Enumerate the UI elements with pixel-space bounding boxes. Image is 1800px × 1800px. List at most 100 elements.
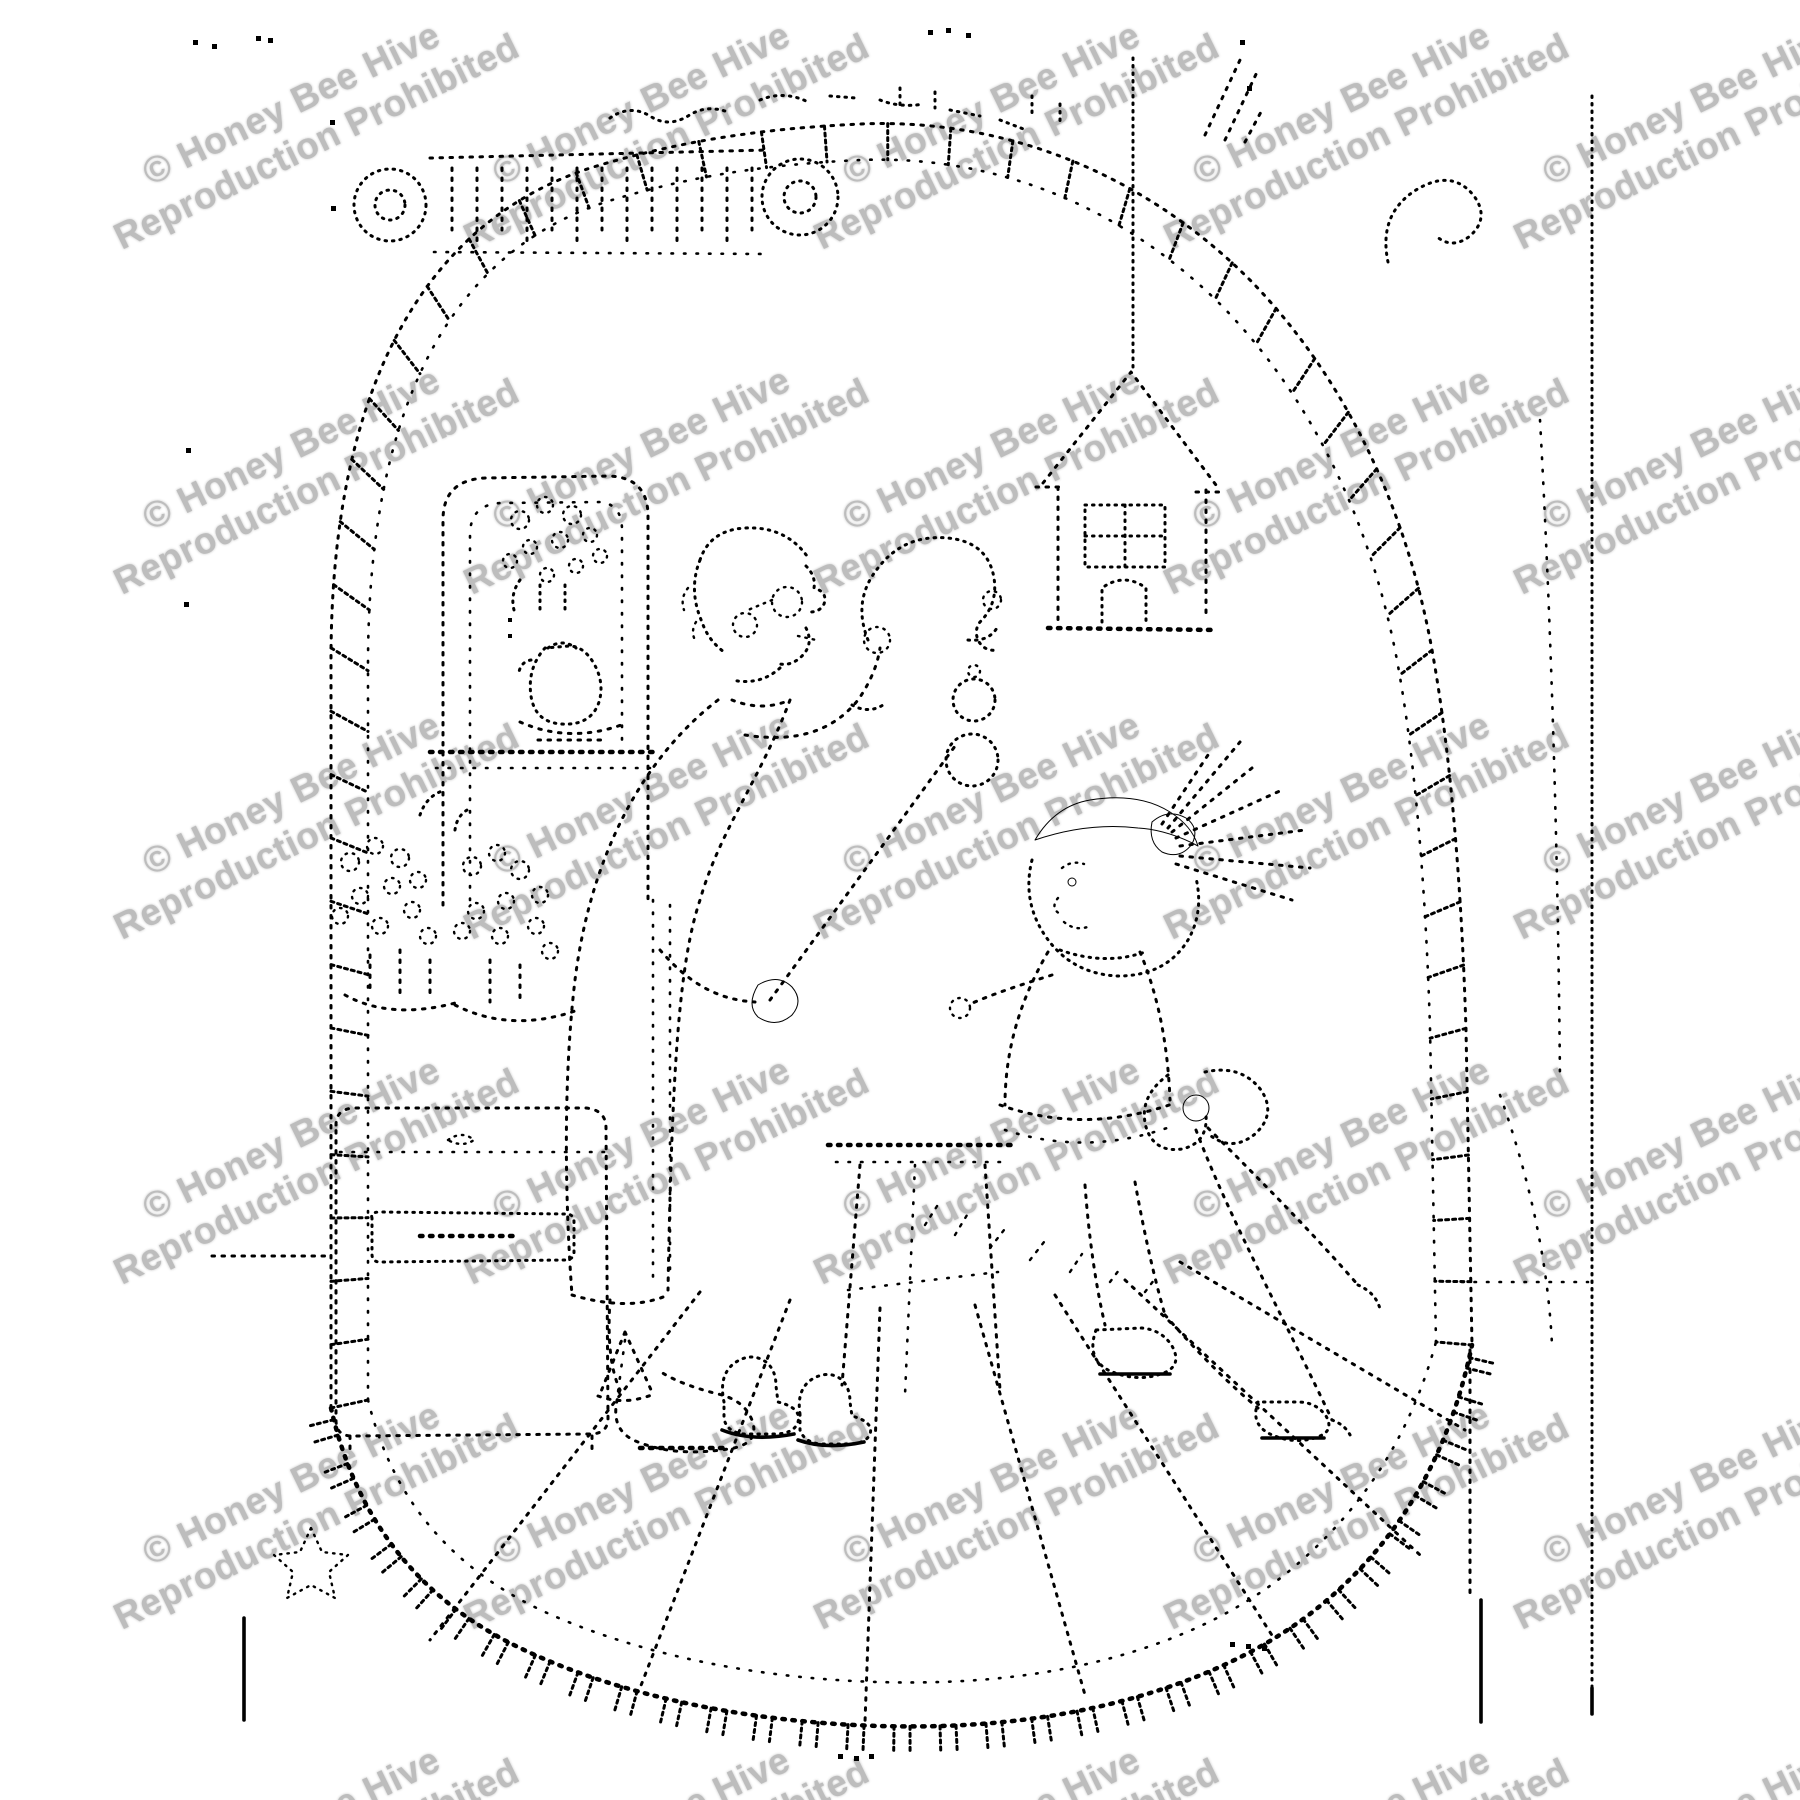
generated-mark <box>1397 1519 1421 1536</box>
generated-mark <box>329 1398 370 1410</box>
generated-mark <box>1398 648 1434 677</box>
star <box>272 1526 350 1600</box>
generated-mark <box>313 1433 340 1444</box>
generated-mark <box>1457 1395 1484 1406</box>
generated-mark <box>402 1577 423 1598</box>
generated-mark <box>1432 1216 1472 1222</box>
generated-mark <box>822 124 829 164</box>
generated-mark <box>517 199 537 237</box>
generated-mark <box>946 126 953 167</box>
generated-mark <box>751 1714 759 1741</box>
hair-bow <box>1142 1068 1382 1442</box>
generated-mark <box>1385 586 1420 618</box>
generated-mark <box>350 457 386 491</box>
generated-mark <box>1419 837 1458 858</box>
flower-still-life <box>501 495 626 742</box>
generated-mark <box>1046 1714 1053 1742</box>
generated-mark <box>338 520 376 551</box>
generated-mark <box>329 1026 370 1037</box>
generated-mark <box>954 1723 959 1751</box>
floor-planks <box>210 1254 1590 1724</box>
generated-mark <box>1063 159 1075 200</box>
generated-mark <box>845 1723 850 1751</box>
generated-mark <box>759 130 769 170</box>
generated-mark <box>568 1670 580 1697</box>
generated-mark <box>1179 1681 1191 1707</box>
booties <box>720 1355 873 1448</box>
generated-mark <box>1325 1598 1344 1621</box>
generated-mark <box>635 153 649 192</box>
generated-mark <box>1423 900 1462 919</box>
curtain <box>1203 58 1594 1724</box>
generated-mark <box>1431 1153 1470 1162</box>
generated-mark <box>1413 1494 1438 1510</box>
generated-mark <box>329 836 370 855</box>
generated-mark <box>329 1089 370 1098</box>
generated-mark <box>705 1706 713 1734</box>
generated-mark <box>1429 1090 1469 1101</box>
generated-mark <box>798 1719 804 1747</box>
generated-mark <box>370 1542 393 1560</box>
generated-mark <box>629 1689 639 1716</box>
generated-mark <box>1164 1686 1176 1713</box>
generated-mark <box>329 963 370 977</box>
generated-mark <box>1388 1532 1411 1550</box>
generated-mark <box>1321 410 1350 448</box>
generated-mark <box>1117 187 1132 228</box>
generated-mark <box>1441 1438 1467 1451</box>
generated-mark <box>467 237 490 276</box>
bonnet <box>860 536 1003 652</box>
generated-mark <box>814 1721 820 1748</box>
generated-mark <box>861 1723 866 1751</box>
generated-mark <box>344 1503 369 1519</box>
generated-mark <box>1368 526 1402 559</box>
generated-mark <box>1135 1695 1146 1722</box>
generated-mark <box>1091 1706 1100 1733</box>
generated-mark <box>1249 1650 1264 1675</box>
rattle <box>768 663 1000 1002</box>
generated-mark <box>539 1659 552 1686</box>
generated-mark <box>329 899 370 916</box>
cone-toy <box>596 1330 656 1402</box>
generated-mark <box>767 1716 774 1744</box>
generated-mark <box>1290 357 1317 395</box>
rug-tabs <box>309 1356 1495 1752</box>
generated-mark <box>984 1722 990 1749</box>
generated-mark <box>1452 1410 1478 1422</box>
generated-mark <box>330 1476 356 1490</box>
generated-mark <box>329 1337 370 1347</box>
generated-mark <box>309 1418 336 1428</box>
child-figure <box>948 740 1382 1442</box>
generated-mark <box>329 773 370 794</box>
grandfather-figure <box>564 526 892 1454</box>
generated-mark <box>1006 139 1015 180</box>
generated-mark <box>1426 963 1466 979</box>
generated-mark <box>453 1617 471 1640</box>
sign-fringe <box>450 166 754 248</box>
generated-mark <box>1213 261 1234 301</box>
generated-mark <box>1301 1617 1319 1640</box>
generated-mark <box>1254 306 1278 346</box>
generated-mark <box>697 139 708 179</box>
generated-mark <box>1467 1356 1495 1365</box>
generated-mark <box>1414 774 1452 798</box>
child-shoes <box>1091 1326 1331 1442</box>
generated-mark <box>329 1153 370 1159</box>
generated-mark <box>524 1653 537 1679</box>
wall-window-frame <box>427 474 663 907</box>
generated-mark <box>392 338 422 376</box>
generated-mark <box>323 1462 350 1474</box>
generated-mark <box>1075 1709 1084 1737</box>
generated-mark <box>1369 1555 1391 1575</box>
generated-mark <box>480 1633 496 1657</box>
generated-mark <box>332 583 371 612</box>
generated-mark <box>415 1588 435 1610</box>
generated-mark <box>1434 1340 1474 1347</box>
generated-mark <box>352 1517 377 1534</box>
generated-mark <box>1347 467 1379 502</box>
stool <box>825 1142 1159 1397</box>
generated-mark <box>1030 1717 1037 1744</box>
generated-mark <box>675 1700 684 1728</box>
